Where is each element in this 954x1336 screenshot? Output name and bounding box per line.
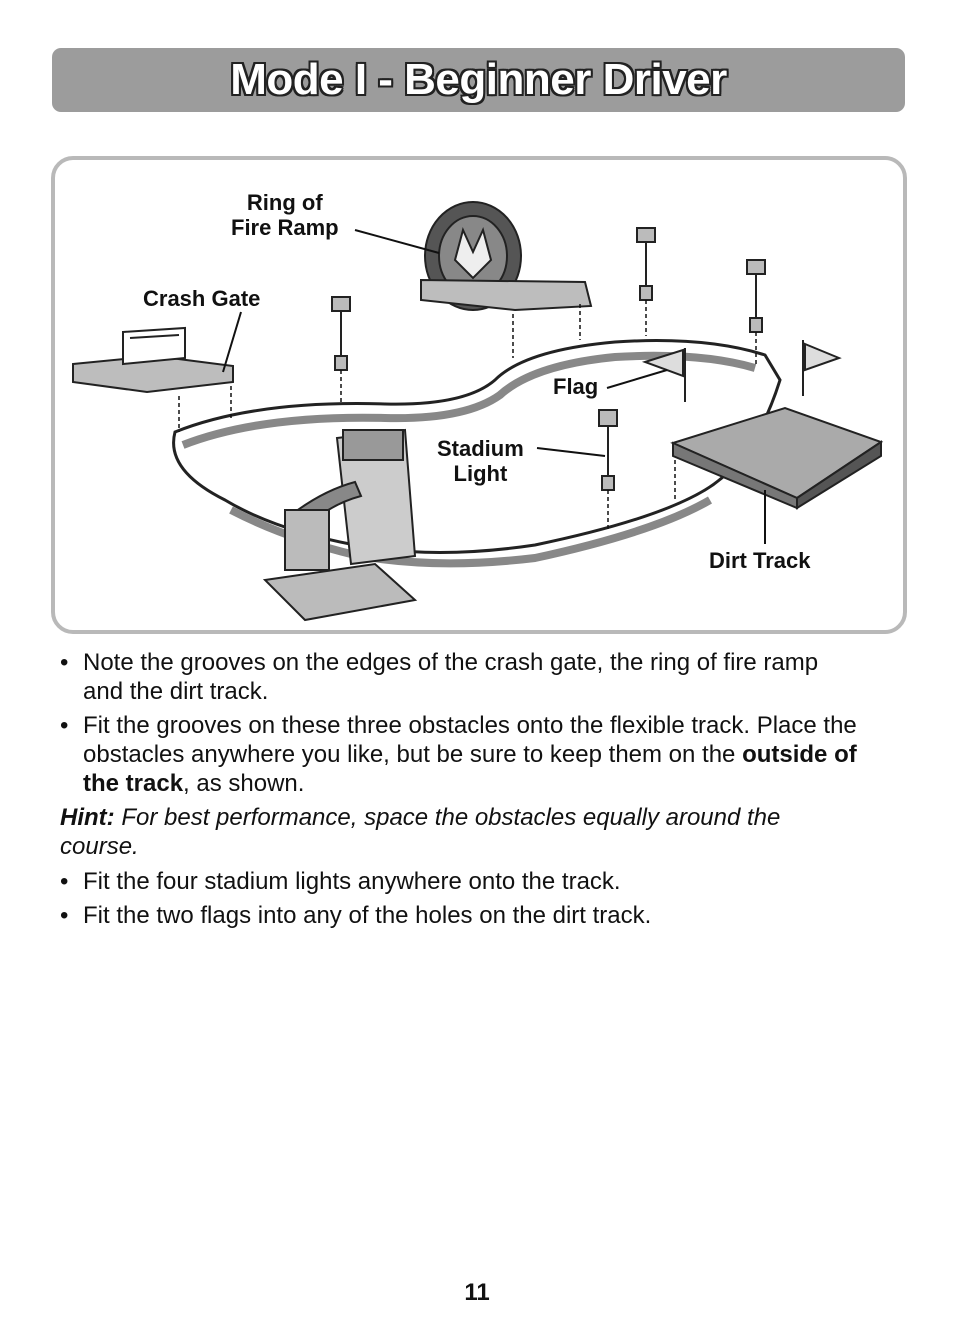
illustration-panel: Ring of Fire Ramp Crash Gate Flag Stadiu… xyxy=(51,156,907,634)
hint-paragraph: Hint: For best performance, space the ob… xyxy=(60,803,860,861)
stadium-light-label-line2: Light xyxy=(453,461,508,486)
flags xyxy=(641,340,842,402)
bullet-symbol: • xyxy=(60,902,69,929)
instruction-text: Note the grooves on the edges of the cra… xyxy=(83,649,819,705)
instruction-bullet: • Fit the grooves on these three obstacl… xyxy=(60,711,860,798)
ring-of-fire-label-line1: Ring of xyxy=(246,190,323,215)
bullet-symbol: • xyxy=(60,649,69,676)
instruction-text: Fit the four stadium lights anywhere ont… xyxy=(83,868,621,895)
track-setup-illustration xyxy=(72,201,884,622)
instruction-bullet: • Note the grooves on the edges of the c… xyxy=(60,648,860,706)
crash-gate xyxy=(72,326,234,394)
title-bar: Mode I - Beginner Driver xyxy=(52,48,905,112)
ring-of-fire-label-line2: Fire Ramp xyxy=(231,215,339,240)
dirt-track-label: Dirt Track xyxy=(709,548,811,573)
instruction-text-start: Fit the grooves on these three obstacles… xyxy=(83,712,857,768)
launcher-tower xyxy=(262,428,418,622)
hint-label: Hint: xyxy=(60,804,115,831)
stadium-light-label: Stadium Light xyxy=(437,436,524,486)
instruction-text-bold: outside of the track xyxy=(83,741,857,797)
hint-text: For best performance, space the obstacle… xyxy=(60,804,781,860)
instruction-text: Fit the two flags into any of the holes … xyxy=(83,902,652,929)
page-number: 11 xyxy=(464,1279,490,1306)
ring-of-fire-ramp xyxy=(420,201,593,312)
page-title: Mode I - Beginner Driver xyxy=(230,55,727,104)
bullet-symbol: • xyxy=(60,712,69,739)
instruction-bullet: • Fit the four stadium lights anywhere o… xyxy=(60,867,860,896)
instructions: • Note the grooves on the edges of the c… xyxy=(60,648,860,935)
bullet-symbol: • xyxy=(60,868,69,895)
stadium-lights xyxy=(331,227,766,491)
instruction-text-end: , as shown. xyxy=(183,770,305,797)
crash-gate-label: Crash Gate xyxy=(143,286,261,311)
instruction-bullet: • Fit the two flags into any of the hole… xyxy=(60,901,860,930)
flag-label: Flag xyxy=(553,374,599,399)
ring-of-fire-ramp-label: Ring of Fire Ramp xyxy=(231,190,339,240)
stadium-light-label-line1: Stadium xyxy=(437,436,524,461)
